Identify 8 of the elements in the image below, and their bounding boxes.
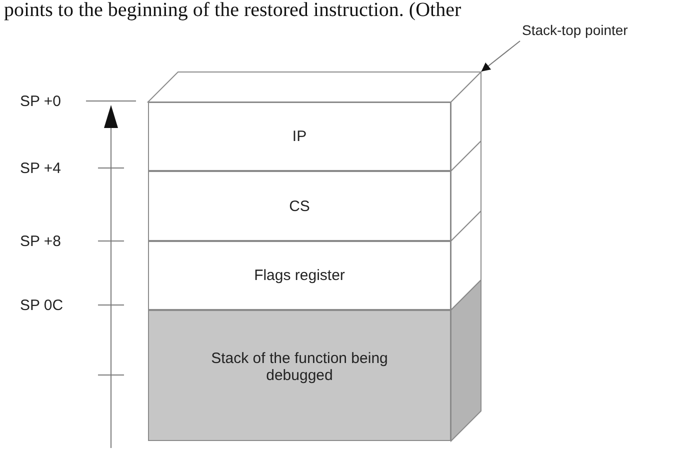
body-text: points to the beginning of the restored instruction. (Other <box>4 0 462 22</box>
offset-label: SP +4 <box>20 160 62 177</box>
pointer-label: Stack-top pointer <box>522 22 628 38</box>
offset-label: SP +8 <box>20 233 62 250</box>
offset-label: SP +0 <box>20 93 62 110</box>
offset-label: SP 0C <box>20 297 64 314</box>
stack-region: Stack of the function being debugged <box>148 310 451 441</box>
leader-line <box>481 40 520 72</box>
